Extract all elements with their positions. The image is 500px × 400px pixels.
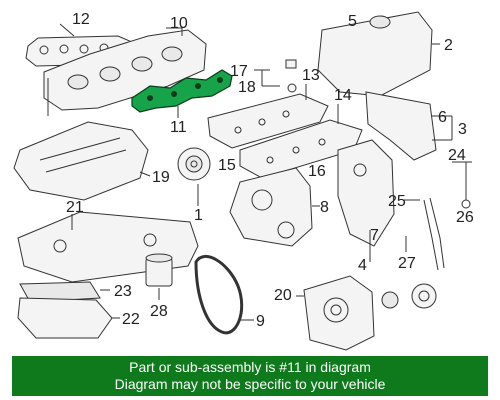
callout-13: 13 [302, 67, 320, 84]
callout-5: 5 [348, 13, 357, 30]
callout-7: 7 [370, 227, 379, 244]
banner-line-1: Part or sub-assembly is #11 in diagram [129, 359, 371, 375]
callout-28: 28 [150, 303, 168, 320]
callout-11: 11 [170, 119, 187, 136]
callout-15: 15 [218, 157, 236, 174]
banner-line-2: Diagram may not be specific to your vehi… [114, 376, 386, 392]
part-20-oil-pump [296, 275, 437, 351]
callout-21: 21 [66, 199, 84, 216]
callout-17: 17 [230, 63, 248, 80]
part-13-valve-cover [207, 84, 329, 149]
part-19-engine-top-cover [13, 121, 151, 201]
callout-19: 19 [152, 169, 170, 186]
callout-20: 20 [274, 287, 292, 304]
part-17-18-fasteners [254, 59, 297, 93]
part-11-highlighted [131, 69, 233, 118]
callout-4: 4 [358, 257, 367, 274]
part-8-timing-cover [229, 167, 320, 247]
callout-9: 9 [256, 313, 265, 330]
callout-2: 2 [444, 37, 453, 54]
callout-8: 8 [320, 199, 329, 216]
callout-18: 18 [238, 79, 256, 96]
callout-25: 25 [388, 193, 406, 210]
callout-27: 27 [398, 255, 416, 272]
part-10-intake-manifold [43, 27, 207, 116]
callout-26: 26 [456, 209, 474, 226]
part-9-timing-belt [194, 255, 254, 335]
part-2-engine-cover [317, 11, 440, 97]
callout-10: 10 [170, 15, 188, 32]
part-22-23-oil-pan [17, 281, 120, 339]
callout-12: 12 [72, 11, 90, 28]
part-28-oil-filter [145, 253, 173, 300]
callout-22: 22 [122, 311, 140, 328]
info-banner: Part or sub-assembly is #11 in diagram D… [12, 356, 488, 396]
part-25-dipstick [404, 161, 472, 271]
part-4-timing-case [337, 139, 395, 262]
callout-3: 3 [458, 121, 467, 138]
callout-16: 16 [308, 163, 326, 180]
callout-24: 24 [448, 147, 466, 164]
callout-23: 23 [114, 283, 132, 300]
callout-14: 14 [334, 87, 352, 104]
part-6-timing-cover [365, 91, 453, 161]
callout-6: 6 [438, 109, 447, 126]
part-15-crank-pulley [177, 147, 211, 206]
callout-1: 1 [194, 207, 203, 224]
